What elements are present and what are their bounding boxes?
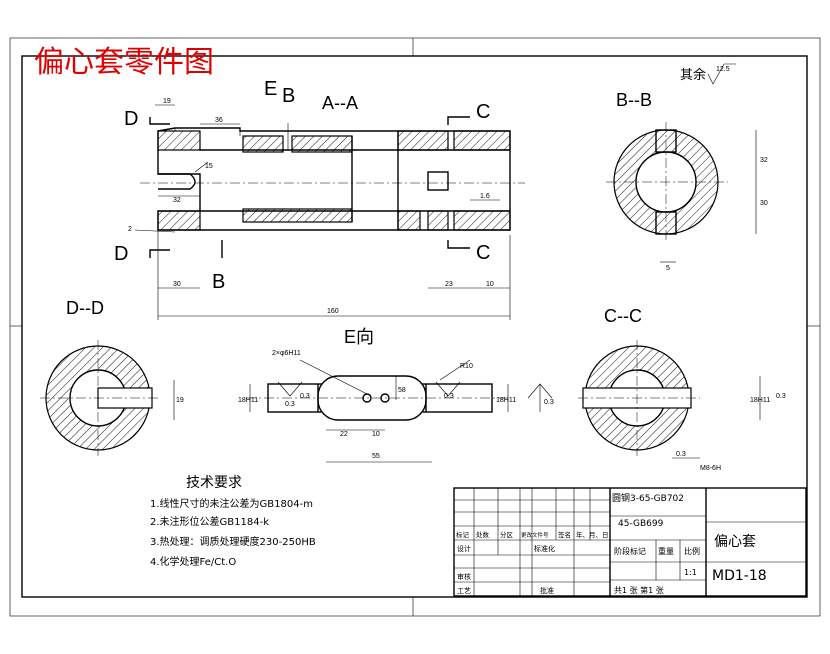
tb-process: 工艺: [457, 587, 471, 595]
view-label-aa: A--A: [322, 93, 358, 113]
dim-15: 15: [205, 163, 213, 170]
tb-hdr-zone: 分区: [500, 530, 514, 539]
section-dd: [40, 340, 175, 456]
dim-e-22: 22: [340, 431, 348, 438]
tb-hdr-date: 年、月、日: [576, 530, 609, 539]
dim-e-r10: R10: [460, 363, 473, 370]
tb-material-2: 45-GB699: [618, 519, 664, 529]
tb-hdr-mark: 标记: [456, 530, 470, 539]
dim-cc-ref: M8-6H: [700, 465, 721, 472]
dim-cc-right: 18H11: [750, 397, 770, 404]
tb-approve: 批准: [540, 586, 554, 595]
tech-item-3: 3.热处理：调质处理硬度230-250HB: [150, 535, 316, 548]
dim-160: 160: [327, 308, 339, 315]
datum-mark-e: [527, 383, 553, 412]
tech-heading: 技术要求: [186, 475, 242, 491]
tb-scale: 1:1: [684, 568, 697, 577]
dim-2: 2: [128, 226, 132, 233]
dim-30: 30: [173, 281, 181, 288]
roughness-label: 其余: [680, 67, 706, 83]
cut-letter-c-top: C: [476, 101, 490, 123]
cut-letter-e: E: [264, 78, 277, 100]
tb-review: 审核: [457, 572, 471, 581]
dim-e-holes: 2×φ6H11: [272, 350, 301, 357]
frame-center-marks: [10, 38, 820, 616]
cut-letter-b-bottom: B: [212, 271, 225, 293]
view-e: [246, 359, 510, 463]
roughness-value: 12.5: [716, 66, 730, 73]
tb-material-1: 圆钢3-65-GB702: [612, 492, 684, 504]
section-cc: [578, 340, 761, 459]
dim-dd-side: 19: [176, 397, 184, 404]
dim-e-left: 18H11: [238, 397, 258, 404]
view-label-bb: B--B: [616, 90, 652, 110]
drawing-title: 偏心套零件图: [34, 45, 214, 80]
cut-letter-c-bottom: C: [476, 242, 490, 264]
dim-e-10: 10: [372, 431, 380, 438]
dim-10: 10: [486, 281, 494, 288]
outer-frame: [9, 37, 821, 617]
dim-e-tol2: 0.3: [300, 393, 310, 400]
dim-e-tol3: 0.3: [444, 393, 454, 400]
dim-e-right: 18H11: [496, 397, 516, 404]
dim-36: 36: [215, 117, 223, 124]
dim-e-55: 55: [372, 453, 380, 460]
dim-cc-tol: 0.3: [776, 393, 786, 400]
view-label-dd: D--D: [66, 298, 104, 318]
dim-19: 19: [163, 98, 171, 105]
dim-e-tol4: 0.3: [544, 399, 554, 406]
dim-b-32: 32: [760, 157, 768, 164]
tech-item-4: 4.化学处理Fe/Ct.O: [150, 555, 236, 568]
dim-b-5: 5: [666, 265, 670, 272]
dim-1-6: 1.6: [480, 193, 490, 200]
dim-23: 23: [445, 281, 453, 288]
tech-item-2: 2.未注形位公差GB1184-k: [150, 515, 269, 528]
dim-e-58: 58: [398, 387, 406, 394]
dim-e-tol1: 0.3: [285, 401, 295, 408]
inner-frame: [21, 55, 808, 598]
tb-weight-label: 重量: [658, 546, 674, 556]
dim-b-30: 30: [760, 200, 768, 207]
tb-stage-label: 阶段标记: [614, 546, 646, 556]
view-label-e: E向: [344, 327, 374, 347]
tb-ratio-label: 比例: [684, 546, 700, 556]
tb-design: 设计: [457, 544, 471, 553]
tb-hdr-file: 更改文件号: [521, 531, 549, 539]
main-dimension-lines: [134, 104, 510, 317]
section-bb: [606, 122, 757, 263]
roughness-symbol: [707, 63, 736, 85]
dim-32: 32: [173, 197, 181, 204]
cut-letter-d-top: D: [124, 108, 138, 130]
cut-letter-d-bottom: D: [114, 243, 128, 265]
tb-sheets: 共1 张 第1 张: [614, 585, 664, 595]
tb-hdr-count: 处数: [476, 530, 490, 539]
tb-part-name: 偏心套: [714, 534, 756, 550]
dim-cc-tol2: 0.3: [676, 451, 686, 458]
main-section-view: A--A: [140, 93, 525, 320]
tb-standard: 标准化: [534, 544, 555, 553]
tech-item-1: 1.线性尺寸的未注公差为GB1804-m: [150, 497, 313, 510]
tb-drawing-no: MD1-18: [712, 568, 767, 584]
view-label-cc: C--C: [604, 306, 642, 326]
tb-hdr-sign: 签名: [558, 530, 571, 539]
title-block: [453, 487, 807, 597]
cut-letter-b-top: B: [282, 85, 295, 107]
